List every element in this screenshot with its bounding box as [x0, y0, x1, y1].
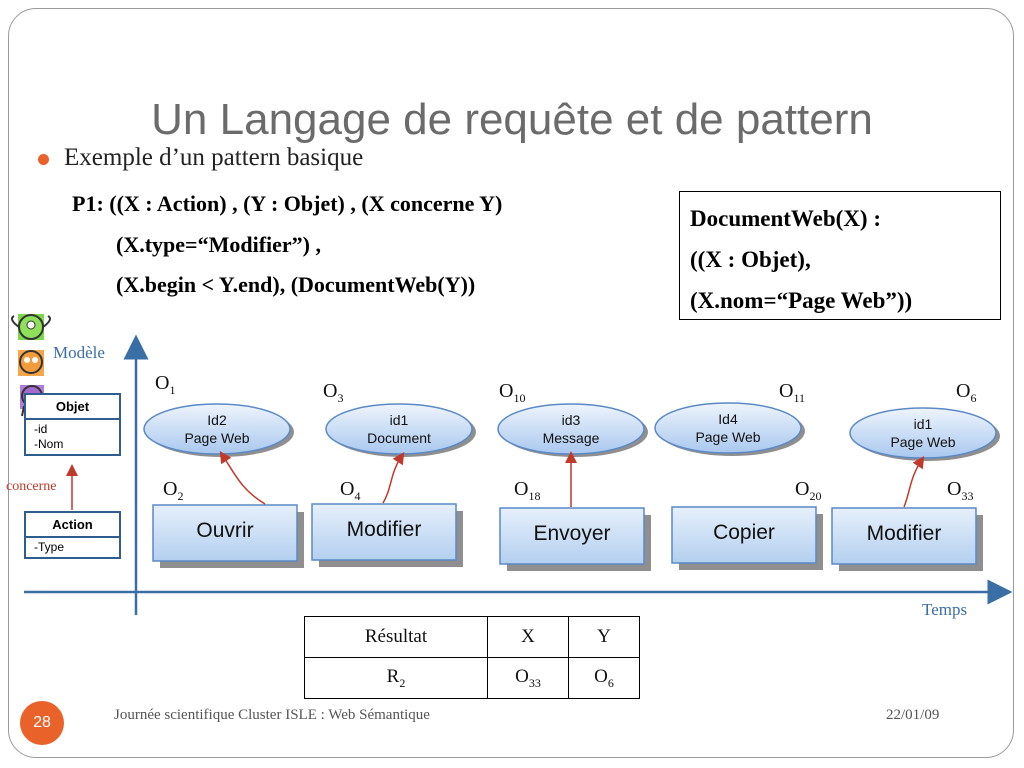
object-ellipse-o6 — [849, 407, 1000, 461]
table-header-cell: Résultat — [304, 616, 488, 658]
pattern-line-3: (X.begin < Y.end), (DocumentWeb(Y)) — [116, 272, 476, 297]
concerne-arrow-o33-o6 — [903, 455, 925, 508]
action-id-label: O20 — [795, 478, 822, 503]
uml-relation-label: concerne — [6, 479, 57, 494]
action-rect-o18 — [499, 507, 651, 571]
table-header-row: Résultat X Y — [304, 616, 640, 658]
action-label: Copier — [713, 521, 775, 544]
object-id-label: O6 — [956, 380, 977, 405]
action-label: Ouvrir — [196, 519, 254, 542]
pattern-line-1: P1: ((X : Action) , (Y : Objet) , (X con… — [72, 191, 503, 216]
table-row: R2 O33 O6 — [304, 657, 640, 699]
uml-action-attr: -Type — [34, 540, 65, 554]
page-number-badge: 28 — [20, 701, 64, 745]
uml-objet-class: Objet -id -Nom — [24, 393, 121, 456]
object-id-label: O10 — [499, 380, 526, 405]
table-cell: R2 — [304, 657, 488, 699]
object-id-label: O1 — [155, 372, 176, 397]
table-cell: O33 — [487, 657, 569, 699]
action-rect-o20 — [671, 506, 823, 570]
object-id-label: O3 — [323, 380, 344, 405]
mascot-figures-icon — [10, 314, 52, 417]
bullet-text: Exemple d’un pattern basique — [64, 144, 364, 171]
slide-frame — [8, 8, 1014, 758]
object-ellipse-o3 — [325, 403, 476, 457]
action-rect-o4 — [311, 503, 463, 567]
object-ellipse-o11 — [654, 402, 805, 456]
uml-objet-name: Objet — [26, 395, 119, 420]
action-id-label: O2 — [163, 478, 184, 503]
footer-date: 22/01/09 — [886, 707, 940, 723]
concerne-arrow-o2-o1 — [219, 450, 266, 505]
pattern-line-2: (X.type=“Modifier”) , — [116, 232, 321, 257]
definition-line-3: (X.nom=“Page Web”)) — [690, 288, 913, 313]
action-label: Modifier — [866, 522, 942, 545]
object-ellipse-o10 — [497, 403, 648, 457]
slide-title: Un Langage de requête et de pattern — [151, 95, 873, 144]
uml-objet-attr: -Nom — [34, 437, 64, 451]
definition-line-1: DocumentWeb(X) : — [690, 206, 881, 231]
uml-objet-attr: -id — [34, 422, 48, 436]
action-rect-o33 — [831, 507, 983, 571]
table-header-cell: Y — [568, 616, 640, 658]
action-rect-o2 — [152, 504, 304, 568]
result-table: Résultat X Y R2 O33 O6 — [304, 616, 640, 699]
uml-action-name: Action — [26, 513, 119, 538]
bullet-marker — [38, 154, 49, 165]
object-id-label: O11 — [779, 380, 806, 405]
action-label: Envoyer — [533, 522, 611, 545]
action-id-label: O33 — [947, 478, 974, 503]
action-id-label: O4 — [340, 478, 361, 503]
action-label: Modifier — [346, 518, 422, 541]
table-header-cell: X — [487, 616, 569, 658]
uml-action-class: Action -Type — [24, 511, 121, 559]
concerne-arrow-o4-o3 — [382, 451, 405, 504]
y-axis-label: Modèle — [53, 343, 105, 362]
x-axis-label: Temps — [922, 600, 968, 619]
footer-text: Journée scientifique Cluster ISLE : Web … — [114, 707, 430, 723]
definition-box: DocumentWeb(X) : ((X : Objet), (X.nom=“P… — [679, 191, 1001, 320]
object-ellipse-o1 — [143, 403, 294, 457]
action-id-label: O18 — [514, 478, 541, 503]
table-cell: O6 — [568, 657, 640, 699]
definition-line-2: ((X : Objet), — [690, 247, 811, 272]
